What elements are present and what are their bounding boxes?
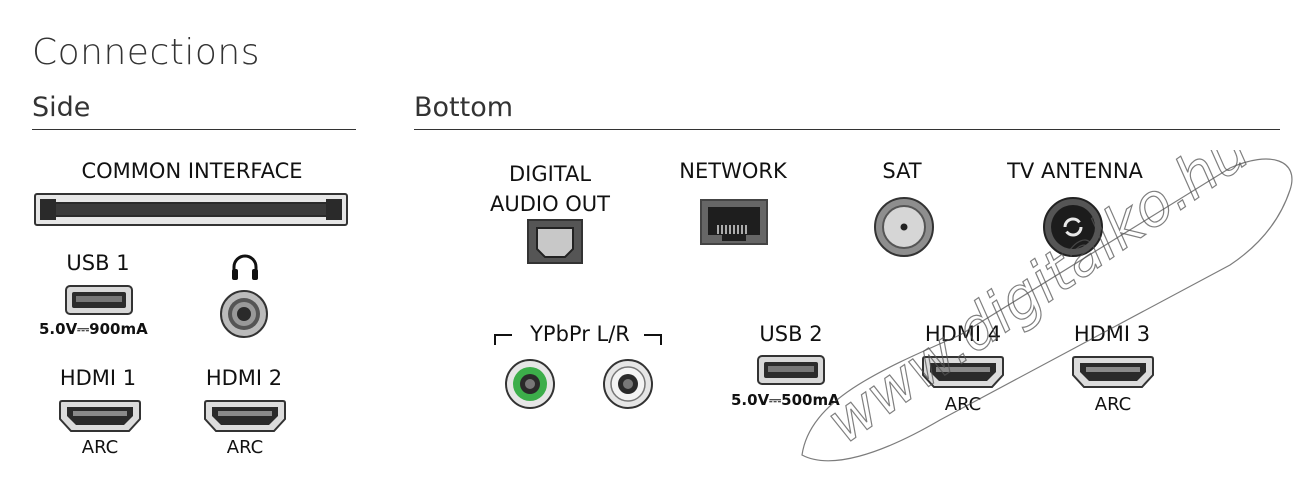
tv-antenna-label: TV ANTENNA	[1007, 159, 1143, 183]
hdmi1-port	[59, 399, 141, 433]
hdmi3-arc-label: ARC	[1094, 394, 1132, 415]
hdmi1-label: HDMI 1	[59, 366, 137, 390]
tv-antenna-connector	[1042, 196, 1104, 258]
hdmi2-label: HDMI 2	[205, 366, 283, 390]
hdmi3-label: HDMI 3	[1073, 322, 1151, 346]
network-label: NETWORK	[679, 159, 787, 183]
hdmi4-port	[922, 355, 1004, 389]
headphone-jack	[219, 289, 269, 339]
hdmi4-label: HDMI 4	[924, 322, 1002, 346]
usb1-power-rating: 5.0V⎓900mA	[39, 320, 148, 338]
rca-green-jack	[504, 358, 556, 410]
digital-audio-out-label-line1: DIGITAL	[508, 162, 592, 186]
hdmi2-arc-label: ARC	[226, 437, 264, 458]
headphones-icon	[230, 253, 260, 281]
bottom-divider	[414, 129, 1280, 130]
usb2-port	[757, 355, 825, 385]
page-title: Connections	[32, 32, 260, 73]
section-bottom-heading: Bottom	[414, 92, 514, 123]
common-interface-slot	[34, 193, 348, 226]
usb2-label: USB 2	[759, 322, 823, 346]
section-side-heading: Side	[32, 92, 91, 123]
hdmi2-port	[204, 399, 286, 433]
digital-audio-out-label: DIGITAL AUDIO OUT	[480, 159, 620, 219]
sat-connector	[873, 196, 935, 258]
ethernet-port	[700, 199, 768, 245]
hdmi4-arc-label: ARC	[944, 394, 982, 415]
hdmi1-arc-label: ARC	[81, 437, 119, 458]
sat-label: SAT	[882, 159, 922, 183]
usb2-power-rating: 5.0V⎓500mA	[731, 391, 840, 409]
rca-audio-jack	[602, 358, 654, 410]
digital-audio-out-label-line2: AUDIO OUT	[489, 192, 611, 216]
usb1-label: USB 1	[66, 251, 130, 275]
optical-audio-port	[527, 219, 583, 264]
common-interface-label: COMMON INTERFACE	[81, 159, 303, 183]
ypbpr-bracket	[494, 327, 664, 347]
usb1-port	[65, 285, 133, 315]
hdmi3-port	[1072, 355, 1154, 389]
side-divider	[32, 129, 356, 130]
ypbpr-label: YPbPr L/R	[530, 322, 630, 346]
